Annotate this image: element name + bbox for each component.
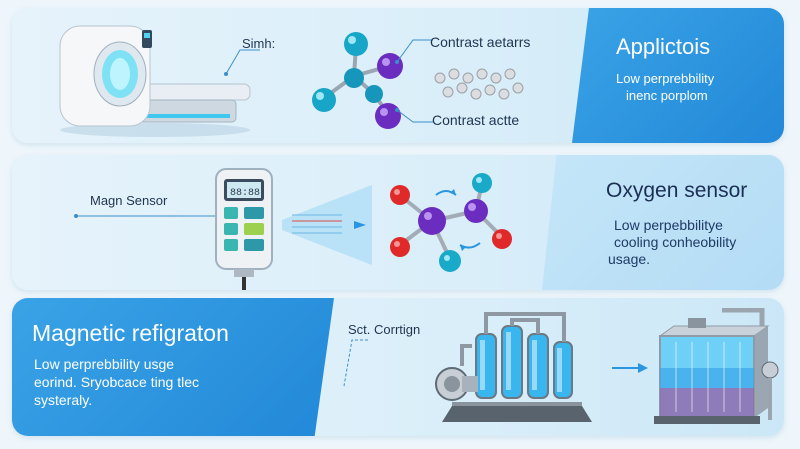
pointer-line bbox=[224, 49, 260, 76]
section-label: Sct. Corrtign bbox=[348, 322, 421, 337]
sensor-device-illustration: 88:88 bbox=[215, 168, 273, 290]
contrast-agents-label: Contrast aetarrs bbox=[430, 34, 531, 50]
arrow-right-icon bbox=[612, 363, 648, 373]
panel-magnetic-refrigeration: Magnetic refigraton Low perprebbility us… bbox=[12, 298, 784, 436]
applications-desc-1: Low perprebbility bbox=[616, 71, 715, 86]
cooled-tank-illustration bbox=[654, 308, 779, 424]
magn-sensor-label: Magn Sensor bbox=[90, 193, 168, 208]
oxygen-sensor-desc-3: usage. bbox=[608, 251, 651, 267]
pointer-line bbox=[74, 214, 220, 218]
panel-applications: Simh: Contrast aetarrs Contrast actte Ap… bbox=[12, 8, 784, 143]
panel-oxygen-sensor: Magn Sensor 88:88 bbox=[12, 155, 784, 290]
oxygen-sensor-title: Oxygen sensor bbox=[606, 179, 748, 202]
oxygen-sensor-desc-2: cooling conheobility bbox=[614, 234, 737, 250]
magnetic-refrigeration-card bbox=[12, 298, 334, 436]
oxygen-molecule-illustration bbox=[390, 173, 512, 272]
svg-text:88:88: 88:88 bbox=[230, 188, 260, 199]
mri-scanner-illustration bbox=[59, 25, 251, 137]
nanoparticles-illustration bbox=[434, 68, 524, 100]
magnetic-refrigeration-desc-3: systeraly. bbox=[34, 392, 93, 408]
oxygen-sensor-desc-1: Low perpebbilitye bbox=[614, 217, 723, 233]
signal-beam-icon bbox=[282, 185, 372, 265]
contrast-molecule-illustration bbox=[312, 32, 403, 129]
pointer-line-top bbox=[395, 39, 433, 64]
mri-label: Simh: bbox=[242, 36, 276, 51]
pointer-line-bottom bbox=[395, 108, 433, 123]
magnetic-refrigeration-desc-2: eorind. Sryobcace ting tlec bbox=[34, 374, 199, 390]
contrast-agent-label: Contrast actte bbox=[432, 112, 520, 128]
magnetic-refrigeration-desc-1: Low perprebbility usge bbox=[34, 356, 175, 372]
oxygen-sensor-card-bg bbox=[542, 155, 784, 290]
applications-desc-2: inenc porplom bbox=[626, 88, 708, 103]
refrigeration-apparatus-illustration bbox=[435, 312, 592, 422]
applications-card bbox=[572, 8, 784, 143]
applications-title: Applictois bbox=[616, 34, 711, 59]
magnetic-refrigeration-title: Magnetic refigraton bbox=[32, 320, 229, 346]
pointer-line bbox=[343, 339, 368, 387]
